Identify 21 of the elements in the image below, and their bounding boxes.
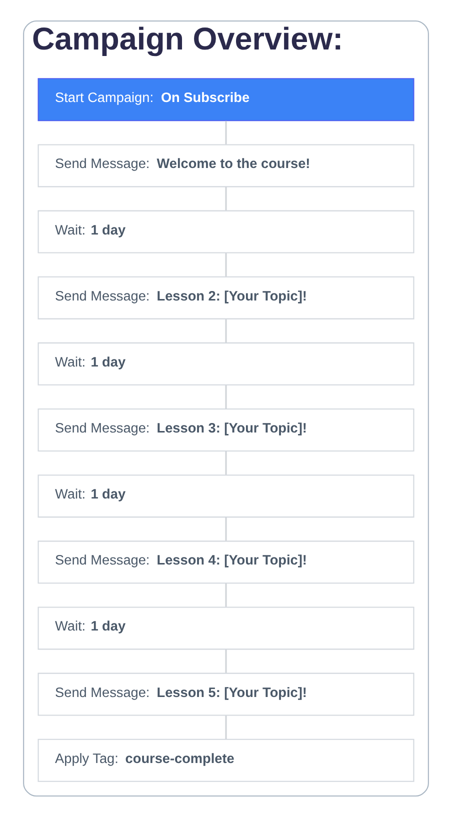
node-box: Send Message: Lesson 3: [Your Topic]! <box>38 408 414 452</box>
node-box: Send Message: Lesson 2: [Your Topic]! <box>38 276 414 320</box>
connector <box>225 120 227 144</box>
node-box: Send Message: Lesson 5: [Your Topic]! <box>38 672 414 716</box>
connector <box>225 319 227 343</box>
connector <box>225 716 227 739</box>
node-box: Wait: 1 day <box>38 474 414 518</box>
connector <box>225 451 227 475</box>
connector <box>225 650 227 673</box>
connector <box>225 385 227 409</box>
connector <box>225 187 227 210</box>
node-box: Send Message: Lesson 4: [Your Topic]! <box>38 540 414 584</box>
node-box: Send Message: Welcome to the course! <box>38 144 414 188</box>
connector <box>225 253 227 276</box>
node-box: Wait: 1 day <box>38 342 414 386</box>
connector <box>225 517 227 541</box>
connector <box>225 583 227 607</box>
node-box: Apply Tag: course-complete <box>38 738 414 782</box>
node-box: Start Campaign: On Subscribe <box>38 78 414 122</box>
node-box: Wait: 1 day <box>38 606 414 650</box>
node-box: Wait: 1 day <box>38 210 414 254</box>
